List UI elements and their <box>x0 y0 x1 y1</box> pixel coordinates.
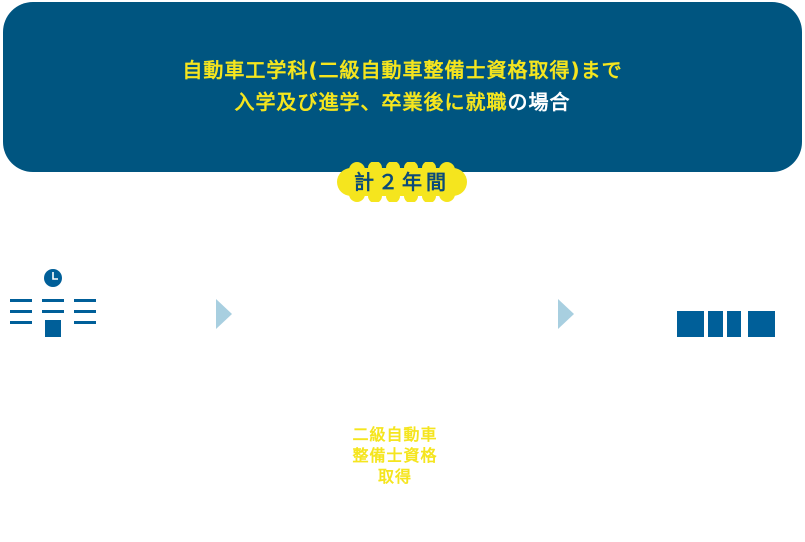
duration-label: 計２年間 <box>354 170 450 194</box>
header-banner: 自動車工学科(二級自動車整備士資格取得)まで 入学及び進学、卒業後に就職の場合 <box>3 2 802 172</box>
clock-icon <box>44 269 62 287</box>
certification-label: 二級自動車 整備士資格 取得 <box>330 424 460 487</box>
certification-line1: 二級自動車 <box>352 425 438 444</box>
arrow-right-icon <box>558 299 574 329</box>
banner-title-line1: 自動車工学科(二級自動車整備士資格取得)まで <box>182 58 623 82</box>
banner-title-line2-employment: 就職 <box>465 90 508 114</box>
arrow-right-icon <box>216 299 232 329</box>
certification-line3: 取得 <box>377 467 412 486</box>
school-timetable-icon <box>10 269 96 337</box>
banner-title-line2-part1: 入学及び進学、卒業後に <box>234 90 466 114</box>
banner-title-line2-part3: の場合 <box>507 90 571 114</box>
certification-line2: 整備士資格 <box>352 446 438 465</box>
duration-badge: 計２年間 <box>337 162 467 202</box>
banner-title: 自動車工学科(二級自動車整備士資格取得)まで 入学及び進学、卒業後に就職の場合 <box>3 54 802 118</box>
duration-badge-shape <box>337 162 467 202</box>
banner-title-line2: 入学及び進学、卒業後に就職の場合 <box>3 86 802 118</box>
employment-blocks-icon <box>677 311 775 337</box>
